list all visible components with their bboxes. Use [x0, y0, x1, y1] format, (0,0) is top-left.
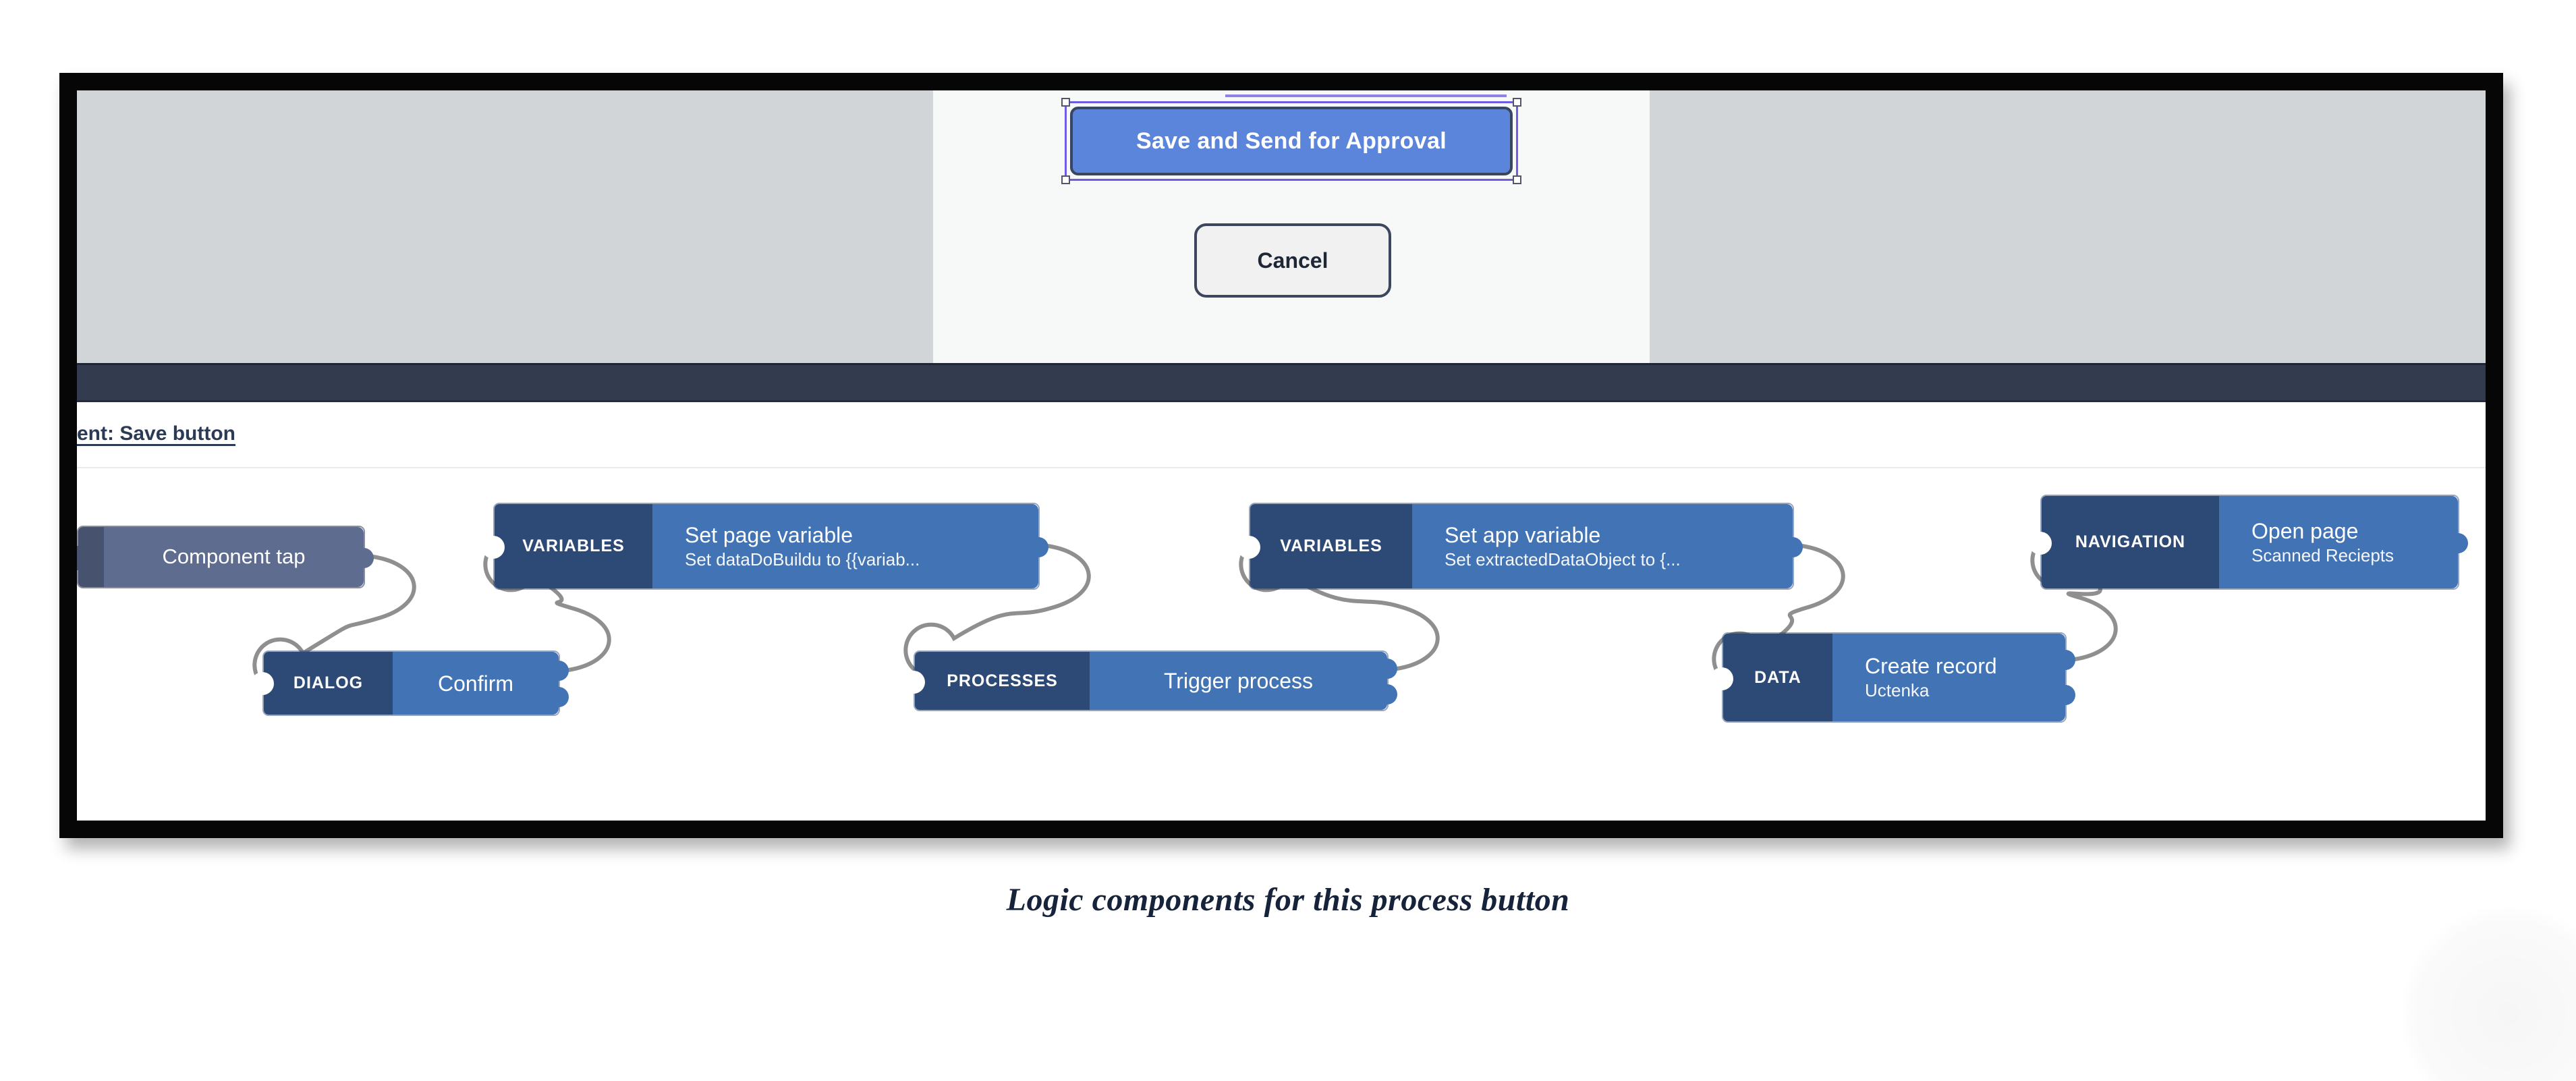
- selection-handle[interactable]: [1513, 175, 1521, 184]
- logic-wires: [252, 540, 2118, 686]
- cancel-button[interactable]: Cancel: [1194, 223, 1391, 298]
- output-port[interactable]: [2055, 650, 2075, 670]
- app-preview-band: Save and Send for Approval Cancel: [77, 90, 2486, 363]
- node-category: VARIABLES: [1250, 504, 1412, 588]
- node-title: Set app variable: [1445, 522, 1601, 547]
- input-port[interactable]: [1710, 667, 1733, 690]
- node-subtitle: Uctenka: [1865, 680, 1930, 701]
- logic-editor-toolbar: [77, 363, 2486, 402]
- node-category: NAVIGATION: [2042, 496, 2219, 588]
- logic-node-trigger-process[interactable]: PROCESSES Trigger process: [902, 650, 1397, 711]
- logic-node-set-page-variable[interactable]: VARIABLES Set page variable Set dataDoBu…: [482, 503, 1048, 590]
- button-selection-outline: Save and Send for Approval: [1061, 98, 1521, 184]
- output-port[interactable]: [2448, 533, 2468, 553]
- node-title: Trigger process: [1163, 669, 1314, 693]
- node-body: Trigger process: [1090, 652, 1387, 710]
- node-category: DIALOG: [264, 652, 393, 715]
- figure-frame: Save and Send for Approval Cancel ent: S…: [59, 73, 2503, 838]
- node-category: PROCESSES: [915, 652, 1090, 710]
- corner-watermark: [2401, 906, 2576, 1081]
- input-port[interactable]: [2029, 532, 2052, 555]
- node-body: Confirm: [393, 652, 559, 715]
- node-subtitle: Scanned Reciepts: [2251, 545, 2395, 565]
- logic-node-confirm[interactable]: DIALOG Confirm: [251, 650, 569, 716]
- node-body: Open page Scanned Reciepts: [2219, 496, 2458, 588]
- logic-canvas[interactable]: ent: Save button Component tap DIALOG: [77, 402, 2486, 821]
- logic-node-open-page[interactable]: NAVIGATION Open page Scanned Reciepts: [2029, 495, 2468, 590]
- node-body: Set app variable Set extractedDataObject…: [1412, 504, 1793, 588]
- node-category: VARIABLES: [495, 504, 652, 588]
- node-body: Component tap: [104, 527, 364, 587]
- node-subtitle: Set extractedDataObject to {...: [1445, 549, 1681, 570]
- selection-handle[interactable]: [1061, 175, 1070, 184]
- figure-caption: Logic components for this process button: [1006, 882, 1570, 918]
- output-port[interactable]: [549, 687, 569, 707]
- breadcrumb[interactable]: ent: Save button: [77, 422, 236, 445]
- input-port[interactable]: [482, 536, 505, 559]
- input-port[interactable]: [1237, 536, 1260, 559]
- node-title: Confirm: [437, 671, 513, 696]
- output-port[interactable]: [1377, 659, 1397, 679]
- selection-handle[interactable]: [1061, 98, 1070, 107]
- node-category: DATA: [1723, 634, 1832, 721]
- selection-handle[interactable]: [1513, 98, 1521, 107]
- output-port[interactable]: [2055, 685, 2075, 705]
- node-body: Create record Uctenka: [1832, 634, 2065, 721]
- node-subtitle: Set dataDoBuildu to {{variab...: [685, 549, 920, 570]
- node-body: Set page variable Set dataDoBuildu to {{…: [652, 504, 1038, 588]
- output-port[interactable]: [1783, 537, 1803, 557]
- input-port[interactable]: [902, 671, 925, 694]
- logic-node-component-tap[interactable]: Component tap: [77, 526, 374, 588]
- node-title: Create record: [1865, 654, 1997, 679]
- node-title: Open page: [2251, 518, 2359, 543]
- output-port[interactable]: [1028, 537, 1048, 557]
- output-port[interactable]: [1377, 684, 1397, 704]
- node-title: Set page variable: [685, 522, 853, 547]
- selection-edge-artifact: [1225, 94, 1507, 97]
- output-port[interactable]: [354, 548, 374, 568]
- output-port[interactable]: [549, 661, 569, 681]
- logic-node-create-record[interactable]: DATA Create record Uctenka: [1710, 632, 2075, 723]
- input-port[interactable]: [251, 672, 274, 695]
- canvas-divider: [77, 467, 2486, 468]
- node-title: Component tap: [162, 545, 306, 569]
- save-and-send-button[interactable]: Save and Send for Approval: [1070, 107, 1513, 175]
- screenshot-content: Save and Send for Approval Cancel ent: S…: [77, 90, 2486, 821]
- clipped-notch: [77, 546, 86, 570]
- logic-node-set-app-variable[interactable]: VARIABLES Set app variable Set extracted…: [1237, 503, 1803, 590]
